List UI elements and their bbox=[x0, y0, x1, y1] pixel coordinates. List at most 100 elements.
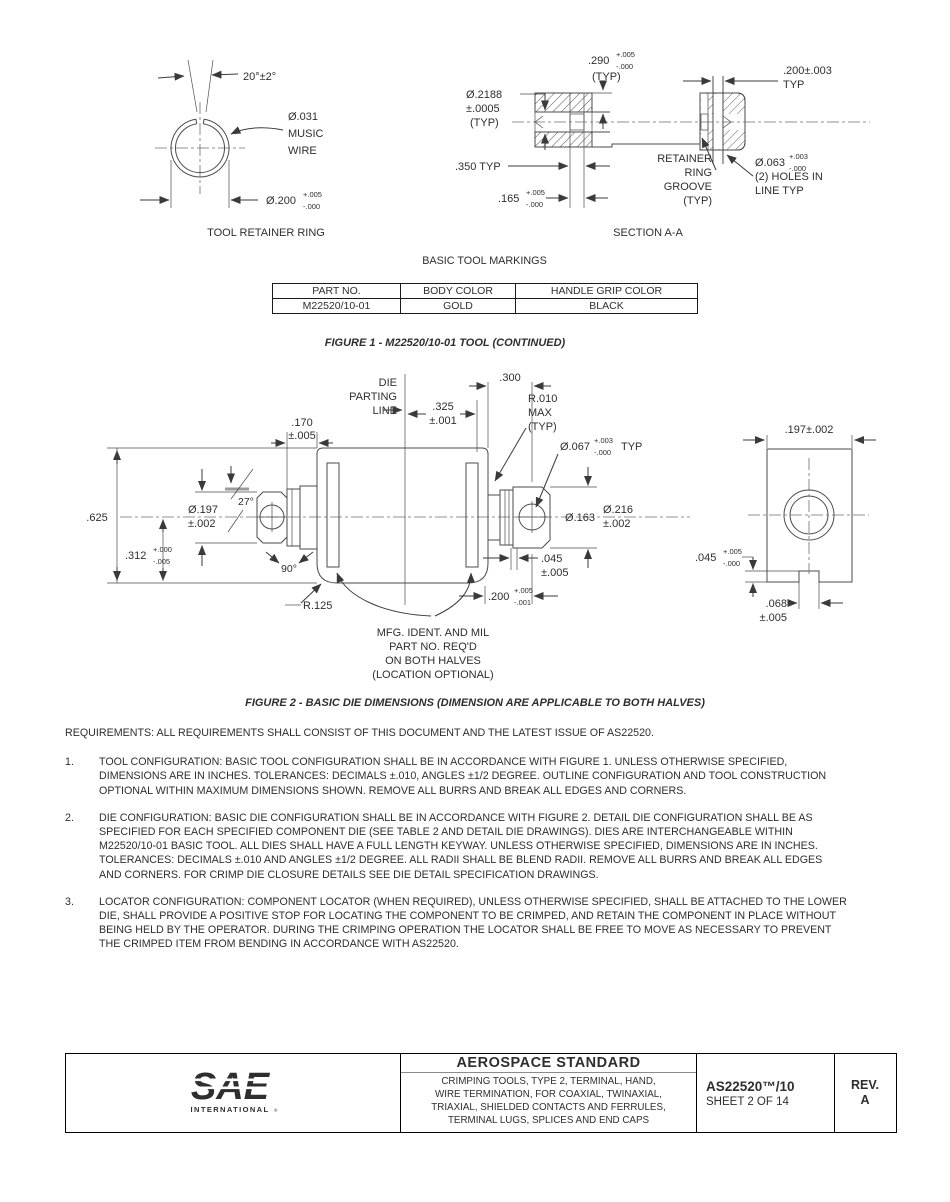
sae-logo: SAE INTERNATIONAL ® bbox=[188, 1066, 278, 1114]
dim-r010-l2: MAX bbox=[528, 407, 553, 419]
sae-logo-stripe bbox=[188, 1086, 274, 1090]
dim-165: .165 bbox=[498, 193, 519, 205]
markings-data-row: M22520/10-01 GOLD BLACK bbox=[272, 298, 698, 314]
dim-200: .200±.003 bbox=[783, 65, 832, 77]
dim-063-l2: (2) HOLES IN bbox=[755, 171, 823, 183]
die-side-view-geometry bbox=[120, 374, 690, 605]
dim-312-sup: +.000 bbox=[153, 545, 172, 554]
dim-067-typ: TYP bbox=[621, 441, 642, 453]
dim-063-sup: +.003 bbox=[789, 152, 808, 161]
requirement-item-1: 1. TOOL CONFIGURATION: BASIC TOOL CONFIG… bbox=[65, 755, 865, 798]
dim-067-sup: +.003 bbox=[594, 436, 613, 445]
dim-290-sub: -.000 bbox=[616, 62, 633, 71]
markings-header-row: PART NO. BODY COLOR HANDLE GRIP COLOR bbox=[272, 283, 698, 299]
dim-067: Ø.067 bbox=[560, 441, 590, 453]
dim-165-sup: +.005 bbox=[526, 188, 545, 197]
revision-value: A bbox=[860, 1093, 870, 1107]
dim-197-tol: ±.002 bbox=[188, 518, 215, 530]
die-parting-label-1: DIE bbox=[379, 377, 397, 389]
title-block: SAE INTERNATIONAL ® AEROSPACE STANDARD C… bbox=[65, 1053, 897, 1133]
dim-197: Ø.197 bbox=[188, 504, 218, 516]
dim-r125: R.125 bbox=[303, 600, 332, 612]
mfg-note-1: MFG. IDENT. AND MIL bbox=[377, 627, 489, 639]
dim-200-typ: TYP bbox=[783, 79, 804, 91]
dim-2188-tol: ±.0005 bbox=[466, 103, 500, 115]
dim-063-sub: -.000 bbox=[789, 164, 806, 173]
dim-067-sub: -.000 bbox=[594, 448, 611, 457]
die-parting-label-2: PARTING bbox=[349, 391, 397, 403]
title-block-title-cell: AEROSPACE STANDARD CRIMPING TOOLS, TYPE … bbox=[400, 1054, 696, 1132]
dim-350: .350 TYP bbox=[455, 161, 501, 173]
dim-r010-l3: (TYP) bbox=[528, 421, 557, 433]
revision-label: REV. bbox=[850, 1078, 880, 1092]
dim-216-tol: ±.002 bbox=[603, 518, 630, 530]
dim-300: .300 bbox=[499, 372, 520, 384]
dim-200b-sup: +.005 bbox=[514, 586, 533, 595]
requirement-number: 2. bbox=[65, 811, 74, 824]
tool-retainer-ring-drawing: 20°±2° Ø.031 MUSIC WIRE Ø.200 +.005 -.00… bbox=[140, 59, 325, 239]
requirement-text: DIE CONFIGURATION: BASIC DIE CONFIGURATI… bbox=[99, 811, 823, 881]
dim-625: .625 bbox=[86, 512, 107, 524]
title-block-rev-cell: REV. A bbox=[834, 1054, 895, 1132]
requirements-section: REQUIREMENTS: ALL REQUIREMENTS SHALL CON… bbox=[65, 726, 865, 952]
dim-312-sub: -.005 bbox=[153, 557, 170, 566]
groove-label-1: RETAINER bbox=[657, 153, 712, 165]
groove-label-4: (TYP) bbox=[683, 195, 712, 207]
dim-290: .290 bbox=[588, 55, 609, 67]
dim-325: .325 bbox=[432, 401, 453, 413]
dim-063: Ø.063 bbox=[755, 157, 785, 169]
markings-cell-grip: BLACK bbox=[515, 298, 698, 314]
ring-dia-sup: +.005 bbox=[303, 190, 322, 199]
retainer-ring-caption: TOOL RETAINER RING bbox=[207, 227, 325, 239]
requirement-text: TOOL CONFIGURATION: BASIC TOOL CONFIGURA… bbox=[99, 756, 827, 797]
dim-r010: R.010 bbox=[528, 393, 557, 405]
standard-subtitle: CRIMPING TOOLS, TYPE 2, TERMINAL, HAND, … bbox=[431, 1075, 665, 1127]
mfg-note-4: (LOCATION OPTIONAL) bbox=[372, 669, 493, 681]
angle-dim-label: 20°±2° bbox=[243, 71, 276, 83]
dim-200b-sub: -.001 bbox=[514, 598, 531, 607]
mfg-note-2: PART NO. REQ'D bbox=[389, 641, 477, 653]
dim-end-045-sup: +.005 bbox=[723, 547, 742, 556]
section-aa-drawing: .290 +.005 -.000 (TYP) Ø.2188 ±.0005 (TY… bbox=[455, 50, 870, 239]
title-block-logo-cell: SAE INTERNATIONAL ® bbox=[66, 1054, 400, 1132]
subtitle-line-3: TRIAXIAL, SHIELDED CONTACTS AND FERRULES… bbox=[431, 1102, 666, 1113]
dim-90deg: 90° bbox=[281, 563, 297, 575]
requirement-number: 1. bbox=[65, 756, 74, 769]
markings-header-body: BODY COLOR bbox=[400, 283, 516, 299]
dim-end-068: .068 bbox=[766, 598, 787, 610]
dim-063-l3: LINE TYP bbox=[755, 185, 804, 197]
subtitle-line-2: WIRE TERMINATION, FOR COAXIAL, TWINAXIAL… bbox=[434, 1089, 662, 1100]
subtitle-line-1: CRIMPING TOOLS, TYPE 2, TERMINAL, HAND, bbox=[441, 1076, 656, 1087]
requirement-text: LOCATOR CONFIGURATION: COMPONENT LOCATOR… bbox=[99, 895, 847, 951]
document-number: AS22520™/10 bbox=[706, 1078, 795, 1094]
groove-label-3: GROOVE bbox=[664, 181, 712, 193]
ring-dia-label: Ø.200 bbox=[266, 195, 296, 207]
standard-title: AEROSPACE STANDARD bbox=[456, 1055, 641, 1071]
sheet-number: SHEET 2 OF 14 bbox=[706, 1095, 789, 1108]
die-end-view-geometry bbox=[748, 448, 869, 583]
retainer-ring-geometry bbox=[155, 59, 245, 194]
requirement-number: 3. bbox=[65, 895, 74, 908]
dim-200b: .200 bbox=[488, 591, 509, 603]
dim-2188-typ: (TYP) bbox=[470, 117, 499, 129]
dim-2188: Ø.2188 bbox=[466, 89, 502, 101]
section-aa-dimensions: .290 +.005 -.000 (TYP) Ø.2188 ±.0005 (TY… bbox=[455, 50, 832, 209]
die-dimensions-drawing: .625 .312 +.000 -.005 Ø.197 ±.002 27° 90… bbox=[86, 372, 876, 681]
dim-290-sup: +.005 bbox=[616, 50, 635, 59]
subtitle-line-4: TERMINAL LUGS, SPLICES AND END CAPS bbox=[447, 1115, 650, 1126]
groove-label-2: RING bbox=[685, 167, 713, 179]
section-aa-geometry bbox=[512, 76, 870, 208]
figure2-caption: FIGURE 2 - BASIC DIE DIMENSIONS (DIMENSI… bbox=[245, 697, 705, 709]
figure1-caption: FIGURE 1 - M22520/10-01 TOOL (CONTINUED) bbox=[324, 337, 566, 349]
markings-cell-part: M22520/10-01 bbox=[272, 298, 401, 314]
requirements-intro: REQUIREMENTS: ALL REQUIREMENTS SHALL CON… bbox=[65, 727, 654, 739]
dim-045: .045 bbox=[541, 553, 562, 565]
sae-logo-stripe bbox=[188, 1078, 274, 1082]
title-block-number-cell: AS22520™/10 SHEET 2 OF 14 bbox=[696, 1054, 834, 1132]
retainer-ring-dimensions: 20°±2° Ø.031 MUSIC WIRE Ø.200 +.005 -.00… bbox=[140, 70, 324, 211]
sae-logo-registered-mark: ® bbox=[274, 1107, 278, 1113]
dim-290-typ: (TYP) bbox=[592, 71, 621, 83]
dim-end-045-sub: -.000 bbox=[723, 559, 740, 568]
requirement-item-2: 2. DIE CONFIGURATION: BASIC DIE CONFIGUR… bbox=[65, 811, 865, 882]
